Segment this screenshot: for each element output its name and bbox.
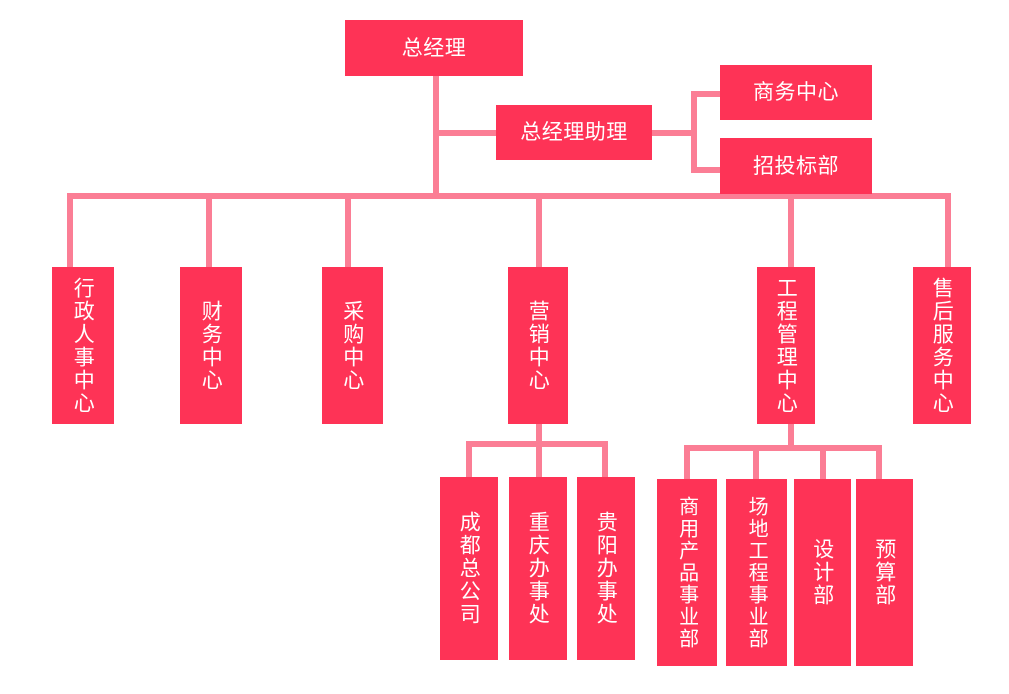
node-business-center[interactable]: 商务中心 (720, 65, 872, 120)
node-purchasing-center[interactable]: 采购中心 (322, 267, 383, 424)
node-marketing-center[interactable]: 营销中心 (508, 267, 568, 424)
connector-drop-design (820, 445, 826, 483)
node-design-dept[interactable]: 设计部 (794, 479, 851, 666)
connector-to-bidding-dept (691, 167, 723, 173)
connector-drop-commercial-product (684, 445, 690, 483)
connector-drop-chongqing (536, 441, 542, 481)
connector-gm-to-assistant (433, 130, 499, 136)
connector-assistant-out (649, 130, 697, 136)
connector-main-bus (67, 193, 951, 199)
node-budget-dept[interactable]: 预算部 (856, 479, 913, 666)
connector-marketing-stem (536, 423, 542, 447)
node-bidding-dept[interactable]: 招投标部 (720, 138, 872, 194)
connector-assistant-spine (691, 91, 697, 173)
connector-gm-trunk (433, 75, 439, 199)
node-engineering-mgmt-center[interactable]: 工程管理中心 (757, 267, 815, 424)
connector-drop-chengdu (466, 441, 472, 481)
connector-drop-after-sales (945, 193, 951, 269)
node-commercial-product-div[interactable]: 商用产品事业部 (657, 479, 717, 666)
node-chongqing-office[interactable]: 重庆办事处 (509, 477, 567, 660)
node-finance-center[interactable]: 财务中心 (180, 267, 242, 424)
connector-drop-marketing (536, 193, 542, 269)
connector-drop-purchasing (345, 193, 351, 269)
connector-to-business-center (691, 91, 723, 97)
connector-drop-guiyang (602, 441, 608, 481)
node-admin-hr-center[interactable]: 行政人事中心 (52, 267, 114, 424)
node-general-manager[interactable]: 总经理 (345, 20, 523, 76)
node-guiyang-office[interactable]: 贵阳办事处 (577, 477, 635, 660)
connector-drop-finance (206, 193, 212, 269)
connector-engineering-stem (788, 423, 794, 451)
node-chengdu-head-office[interactable]: 成都总公司 (440, 477, 498, 660)
connector-drop-admin-hr (67, 193, 73, 269)
node-after-sales-center[interactable]: 售后服务中心 (913, 267, 971, 424)
node-site-engineering-div[interactable]: 场地工程事业部 (726, 479, 787, 666)
node-gm-assistant[interactable]: 总经理助理 (496, 105, 652, 160)
connector-engineering-bus (684, 445, 882, 451)
connector-drop-site-engineering (753, 445, 759, 483)
connector-drop-engineering (788, 193, 794, 269)
connector-drop-budget (876, 445, 882, 483)
